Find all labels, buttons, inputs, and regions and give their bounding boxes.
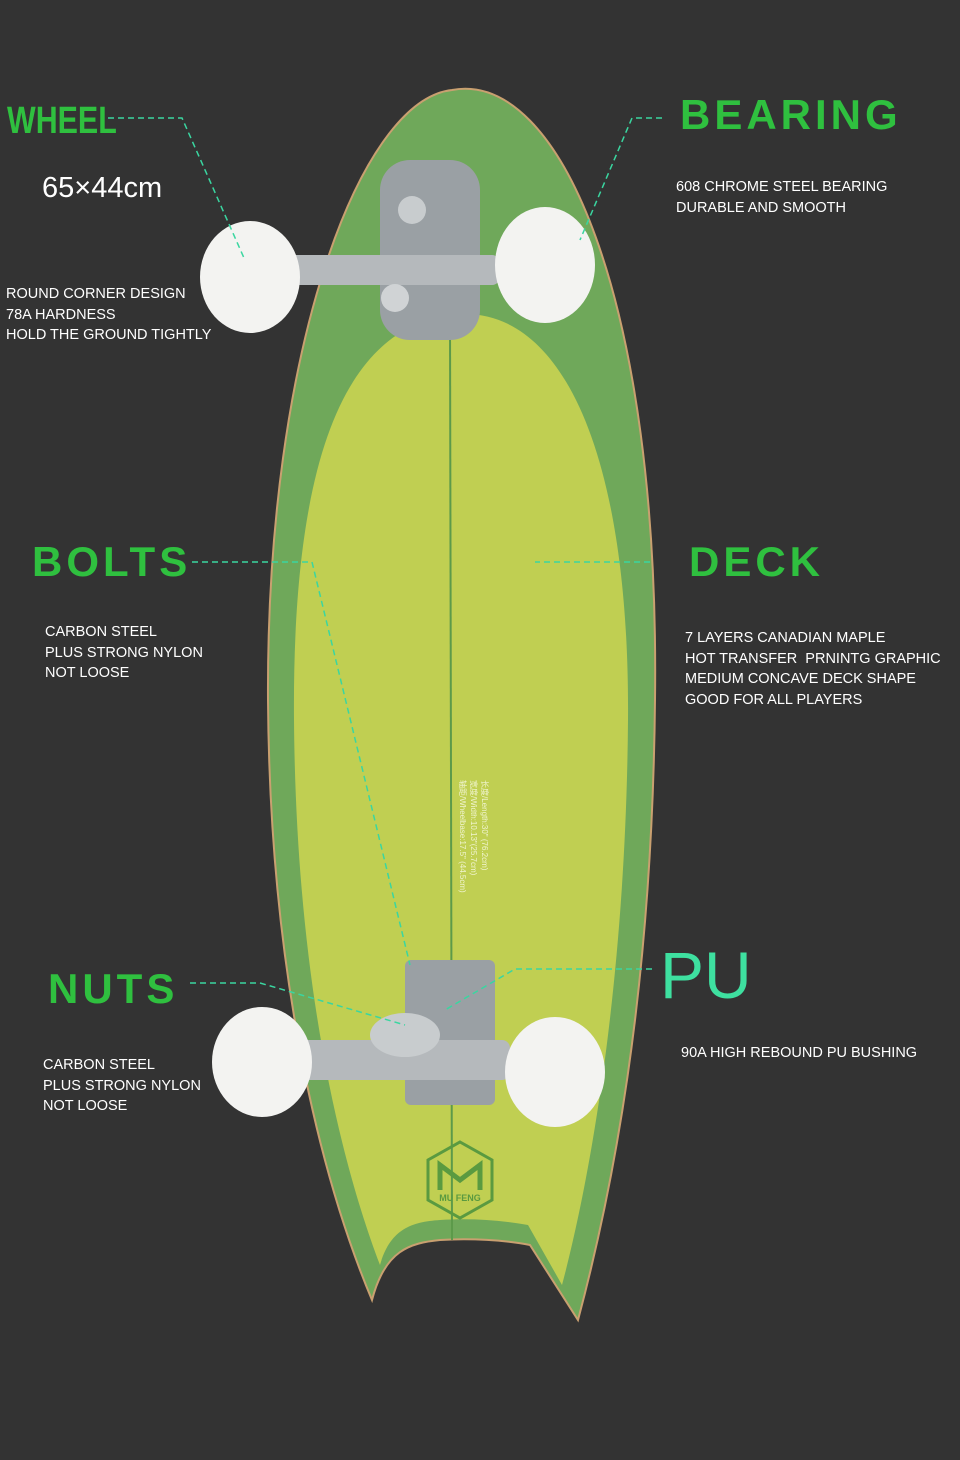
bearing-title: BEARING	[680, 91, 902, 138]
wheel-size: 65×44cm	[42, 172, 163, 204]
front-truck	[200, 160, 595, 340]
spec-length: 长度/Length:30" (76.2cm)	[480, 780, 490, 871]
spec-wheelbase: 轴距/Wheelbase:17.5" (44.5cm)	[458, 780, 468, 893]
leader-lines	[108, 117, 662, 1026]
deck-title: DECK	[689, 538, 825, 585]
rear-truck	[212, 960, 605, 1127]
spec-width: 宽度/Width:10.13"(25.7cm)	[469, 780, 479, 876]
pu-title: PU	[660, 938, 752, 1012]
mu-feng-logo: MU FENG	[426, 1140, 494, 1220]
svg-text:MU FENG: MU FENG	[439, 1193, 481, 1203]
bolts-title: BOLTS	[32, 538, 192, 585]
pu-desc: 90A HIGH REBOUND PU BUSHING	[681, 1045, 918, 1061]
wheel-title: WHEEL	[7, 100, 117, 142]
nuts-title: NUTS	[48, 965, 179, 1012]
